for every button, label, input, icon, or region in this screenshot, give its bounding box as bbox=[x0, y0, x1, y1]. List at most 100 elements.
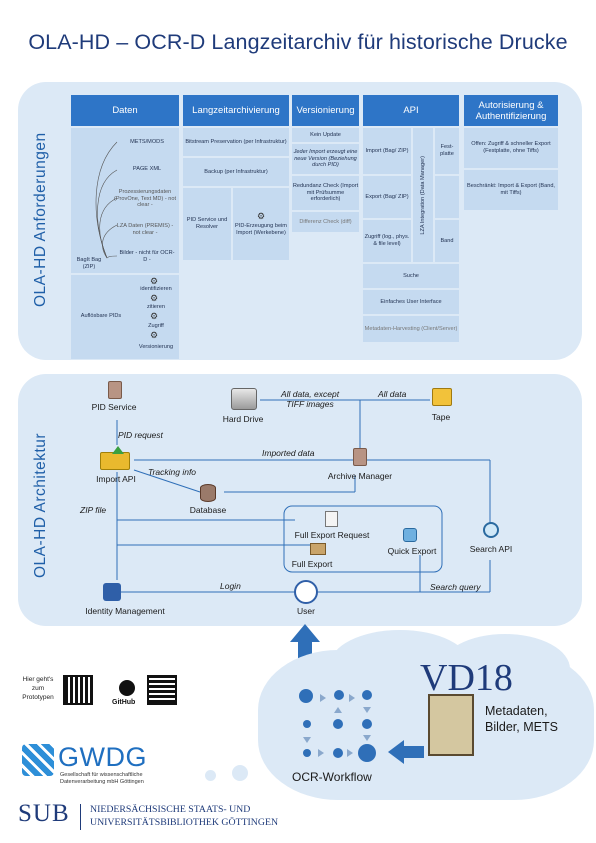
kein-update: Kein Update bbox=[292, 128, 359, 142]
pid-service: PID Service bbox=[91, 402, 137, 412]
vd18-book-image bbox=[428, 694, 474, 756]
prozessierungsdaten: Prozessierungsdaten (ProvOne, Text MD) -… bbox=[113, 188, 177, 209]
differenz-check: Differenz Check (diff) bbox=[292, 212, 359, 232]
pid-erzeugung: ⚙ PID-Erzeugung beim Import (Werkebene) bbox=[233, 188, 289, 260]
langzeit-header: Langzeitarchivierung bbox=[183, 95, 289, 126]
workflow-arrow bbox=[318, 749, 324, 757]
vd18-subtitle: Metadaten, Bilder, METS bbox=[485, 704, 558, 734]
identity-management-icon bbox=[103, 583, 121, 601]
full-export: Full Export bbox=[291, 559, 333, 569]
search-api-icon bbox=[483, 522, 499, 538]
bilder: Bilder - nicht für OCR-D - bbox=[119, 250, 175, 263]
festplatte-gap bbox=[435, 176, 459, 218]
arrow-up-icon bbox=[112, 446, 124, 454]
qr-code-prototype bbox=[63, 675, 93, 705]
search-query-label: Search query bbox=[430, 582, 481, 592]
gear-icon: ⚙ bbox=[150, 276, 159, 286]
mets-mods: METS/MODS bbox=[130, 138, 164, 145]
workflow-step bbox=[333, 719, 343, 729]
user: User bbox=[297, 606, 315, 616]
workflow-label: OCR-Workflow bbox=[292, 770, 372, 784]
user-icon bbox=[294, 580, 318, 604]
cloud-bubble bbox=[205, 770, 216, 781]
workflow-arrow bbox=[334, 707, 342, 713]
github-label[interactable]: GitHub bbox=[112, 699, 136, 706]
prototype-label: Hier geht's zum Prototypen bbox=[22, 676, 54, 701]
imported-data-label: Imported data bbox=[262, 448, 315, 458]
workflow-step bbox=[334, 690, 344, 700]
bagit-bag: BagIt Bag (ZIP) bbox=[76, 257, 102, 270]
workflow-step bbox=[303, 720, 311, 728]
server-icon bbox=[108, 381, 122, 399]
aufloesbare-pids: Auflösbare PIDs bbox=[80, 312, 122, 319]
folder-icon bbox=[100, 452, 130, 470]
import-api: Import API bbox=[96, 474, 136, 484]
document-icon bbox=[325, 511, 338, 527]
pid-request-label: PID request bbox=[118, 430, 163, 440]
pid-zitieren: zitieren bbox=[146, 304, 166, 310]
workflow-arrow bbox=[303, 737, 311, 743]
daten-cell bbox=[71, 128, 179, 273]
page-title: OLA-HD – OCR-D Langzeitarchiv für histor… bbox=[28, 30, 568, 54]
all-data-label: All data bbox=[378, 389, 407, 399]
workflow-step bbox=[333, 748, 343, 758]
hard-drive-icon bbox=[231, 388, 257, 410]
hard-drive: Hard Drive bbox=[222, 414, 264, 424]
lza-daten: LZA Daten (PREMIS) - not clear - bbox=[116, 223, 174, 236]
archive-manager-icon bbox=[353, 448, 367, 466]
suche: Suche bbox=[363, 264, 459, 288]
sub-logo: SUB bbox=[18, 800, 70, 827]
workflow-arrow bbox=[363, 735, 371, 741]
festplatte: Fest-platte bbox=[435, 128, 459, 174]
gwdg-logo-mark bbox=[22, 744, 54, 776]
pids-cell bbox=[71, 275, 179, 359]
pid-erzeugung-label: PID-Erzeugung beim Import (Werkebene) bbox=[235, 222, 287, 236]
search-api: Search API bbox=[469, 544, 513, 554]
api-header: API bbox=[363, 95, 459, 126]
api-export: Export (Bag/ ZIP) bbox=[363, 176, 411, 218]
pid-zugriff: Zugriff bbox=[148, 323, 164, 329]
cloud-bump bbox=[440, 634, 570, 704]
qr-code-github bbox=[147, 675, 177, 705]
auth-header: Autorisierung & Authentifizierung bbox=[464, 95, 558, 126]
all-data-except-label: All data, except TIFF images bbox=[280, 389, 340, 409]
lza-integration: LZA Integration (Data Manager) bbox=[413, 128, 433, 262]
arrow-left-icon bbox=[404, 746, 424, 758]
workflow-arrow bbox=[363, 707, 371, 713]
auth-offen: Offen: Zugriff & schneller Export (Festp… bbox=[464, 128, 558, 168]
tape: Tape bbox=[431, 412, 451, 422]
daten-branch-lines bbox=[95, 141, 118, 259]
arrow-up-head bbox=[290, 624, 320, 642]
band: Band bbox=[435, 220, 459, 262]
arrow-left-head bbox=[388, 740, 404, 764]
api-zugriff: Zugriff (log., phys. & file level) bbox=[363, 220, 411, 262]
gwdg-subtitle: Gesellschaft für wissenschaftliche Daten… bbox=[60, 772, 144, 785]
full-export-request: Full Export Request bbox=[294, 530, 370, 540]
backup: Backup (per Infrastruktur) bbox=[183, 158, 289, 186]
workflow-step bbox=[303, 749, 311, 757]
vd18-title: VD18 bbox=[420, 657, 513, 699]
daten-header: Daten bbox=[71, 95, 179, 126]
workflow-step bbox=[362, 690, 372, 700]
tracking-info-label: Tracking info bbox=[148, 467, 197, 477]
pid-versionierung: Versionierung bbox=[138, 344, 174, 350]
page-xml: PAGE XML bbox=[132, 165, 162, 172]
metadaten-harvesting: Metadaten-Harvesting (Client/Server) bbox=[363, 316, 459, 342]
pid-identifizieren: identifizieren bbox=[140, 286, 172, 292]
auth-beschraenkt: Beschränkt: Import & Export (Band, mit T… bbox=[464, 170, 558, 210]
workflow-step bbox=[299, 689, 313, 703]
database-icon bbox=[200, 484, 216, 502]
gwdg-logo: GWDG bbox=[58, 742, 147, 772]
gear-icon: ⚙ bbox=[150, 293, 159, 303]
quick-export: Quick Export bbox=[387, 546, 437, 556]
github-icon[interactable] bbox=[119, 680, 135, 696]
workflow-arrow bbox=[349, 694, 355, 702]
gear-icon: ⚙ bbox=[150, 330, 159, 340]
gear-icon: ⚙ bbox=[150, 311, 159, 321]
sub-text: NIEDERSÄCHSISCHE STAATS- UND UNIVERSITÄT… bbox=[90, 804, 279, 828]
workflow-arrow bbox=[347, 749, 353, 757]
einfaches-ui: Einfaches User Interface bbox=[363, 290, 459, 314]
pid-service-resolver: PID Service und Resolver bbox=[183, 188, 231, 260]
versionierung-header: Versionierung bbox=[292, 95, 359, 126]
